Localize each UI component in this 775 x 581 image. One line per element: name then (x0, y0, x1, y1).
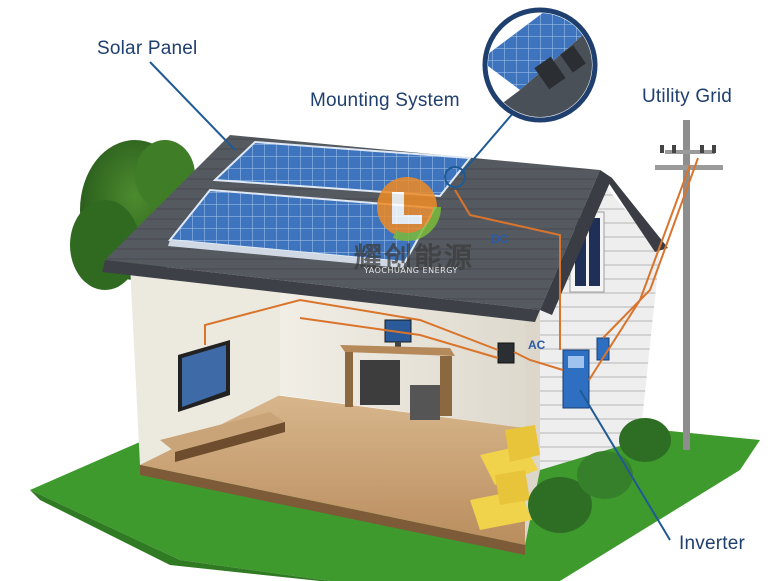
desk-with-computer (340, 319, 455, 420)
utility-grid-label: Utility Grid (642, 86, 733, 107)
watermark-english: YAOCHUANG ENERGY (364, 266, 458, 275)
mounting-system-label: Mounting System (310, 90, 460, 111)
brand-logo (373, 173, 441, 241)
solar-panel-label: Solar Panel (97, 38, 198, 59)
dc-wire-label: DC (491, 232, 509, 246)
callout-leaders (149, 61, 671, 541)
shrubs (528, 418, 671, 533)
mounting-detail-zoom (444, 7, 598, 188)
wiring (204, 157, 699, 381)
watermark-chinese: 耀创能源 (354, 241, 475, 274)
wall-tv (178, 340, 230, 412)
tv-bench (160, 412, 285, 462)
ac-breaker-box (497, 342, 515, 364)
armchairs (470, 425, 540, 530)
ac-wire-label: AC (528, 338, 546, 352)
inverter-label: Inverter (679, 533, 746, 554)
